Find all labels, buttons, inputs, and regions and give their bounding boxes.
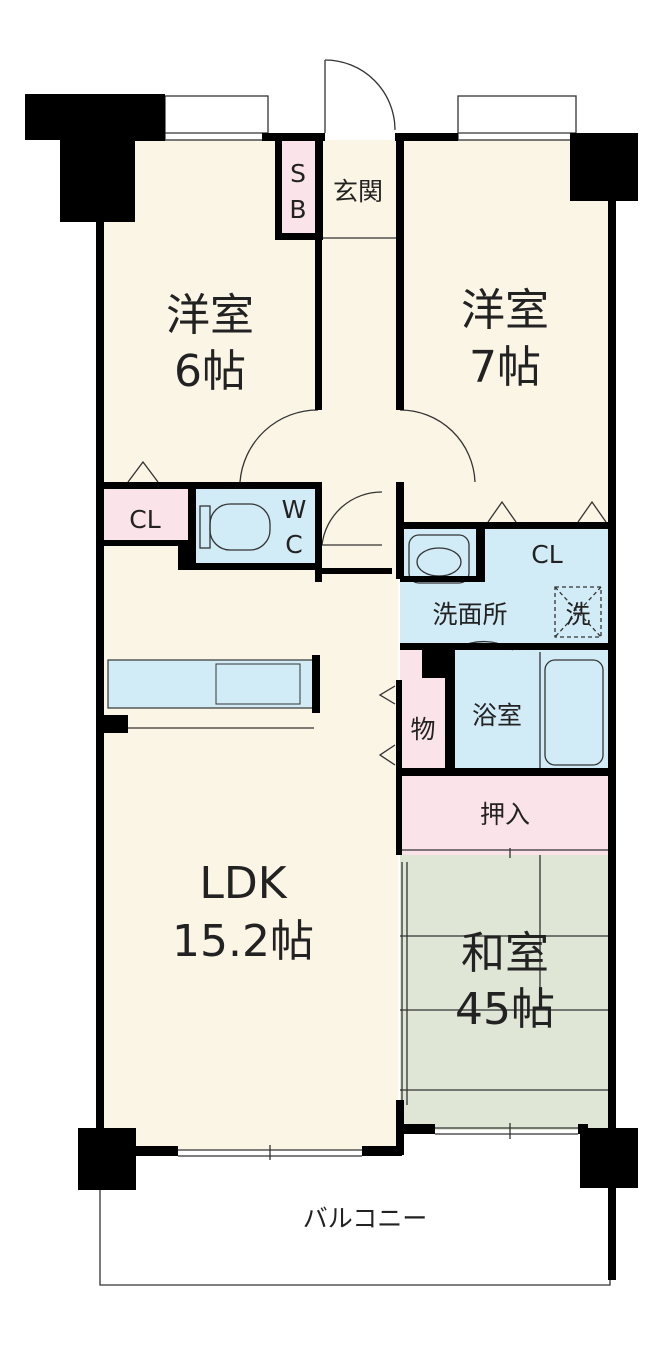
kitchen-sink — [215, 663, 301, 705]
washer-space — [554, 586, 602, 638]
wc-label-c: C — [285, 530, 302, 559]
door-swing-wc — [321, 491, 383, 546]
oshiire-label: 押入 — [480, 800, 530, 829]
bathroom-label: 浴室 — [472, 701, 522, 730]
room-western-left-size: 6帖 — [174, 346, 246, 397]
window-top-right — [457, 95, 577, 141]
bathroom-floor — [455, 650, 610, 770]
shoe-box-label-s: S — [290, 159, 306, 188]
toilet-bowl — [209, 503, 271, 551]
hallway-floor — [318, 140, 400, 575]
oshiire-floor — [400, 775, 610, 855]
room-western-right-floor — [400, 140, 610, 525]
balcony-label: バルコニー — [303, 1204, 428, 1233]
room-japanese-floor — [400, 855, 610, 1130]
room-western-left-name: 洋室 — [166, 290, 254, 341]
floor-areas — [100, 140, 610, 1150]
storage-label: 物 — [410, 715, 435, 744]
room-japanese-name: 和室 — [461, 928, 549, 979]
room-ldk-floor — [100, 545, 398, 1150]
room-japanese-size: 45帖 — [455, 984, 555, 1035]
door-swing-western-left — [239, 409, 319, 483]
kitchen-counter — [107, 659, 315, 709]
wc-label-w: W — [282, 495, 307, 524]
pillar-bottom-left — [78, 1128, 136, 1190]
door-swing-western-right — [399, 409, 476, 483]
room-western-right-size: 7帖 — [469, 342, 541, 393]
closet-right-label: CL — [531, 540, 562, 569]
washroom-label: 洗面所 — [432, 600, 507, 629]
room-western-right-name: 洋室 — [461, 285, 549, 336]
wash-basin — [408, 534, 470, 584]
wc-floor — [196, 488, 318, 566]
closet-left-floor — [100, 488, 188, 544]
bathtub — [544, 659, 604, 766]
closet-left-label: CL — [129, 505, 160, 534]
entrance-door-swing — [324, 59, 396, 131]
pillar-top-left — [25, 94, 165, 222]
shoe-box-label-b: B — [289, 195, 306, 224]
room-ldk-size: 15.2帖 — [172, 916, 314, 967]
walls — [25, 94, 638, 1280]
room-ldk-name: LDK — [199, 858, 287, 909]
washer-label: 洗 — [565, 600, 590, 629]
entrance-label: 玄関 — [333, 177, 383, 206]
shoe-box-floor — [280, 140, 318, 235]
labels: 洋室 6帖 洋室 7帖 LDK 15.2帖 和室 45帖 S B 玄関 CL W… — [129, 159, 590, 1233]
pillar-top-right — [570, 133, 638, 201]
washroom-floor — [400, 528, 610, 643]
fixtures — [99, 59, 611, 1286]
